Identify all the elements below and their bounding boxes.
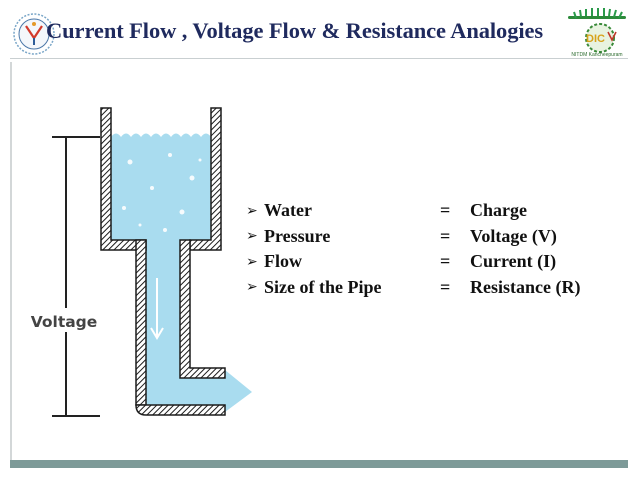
analogy-list: ➢ Water = Charge ➢ Pressure = Voltage (V… xyxy=(246,198,580,300)
analogy-row: ➢ Water = Charge xyxy=(246,198,580,224)
analogy-term: Pressure xyxy=(264,225,331,246)
analogy-row: ➢ Pressure = Voltage (V) xyxy=(246,224,580,250)
analogy-row: ➢ Flow = Current (I) xyxy=(246,249,580,275)
flow-arrow xyxy=(150,278,164,340)
arrow-bullet-icon: ➢ xyxy=(246,228,258,245)
equals-sign: = xyxy=(440,225,451,246)
equals-sign: = xyxy=(440,276,451,297)
arrow-bullet-icon: ➢ xyxy=(246,253,258,270)
right-logo-caption: NITDM Kancheepuram xyxy=(571,52,623,58)
analogy-value: Current (I) xyxy=(470,251,557,272)
equals-sign: = xyxy=(440,200,451,221)
analogy-row: ➢ Size of the Pipe = Resistance (R) xyxy=(246,275,580,301)
left-border-strip xyxy=(10,62,12,460)
voltage-label: Voltage xyxy=(31,313,98,331)
arrow-bullet-icon: ➢ xyxy=(246,279,258,296)
slide-title: Current Flow , Voltage Flow & Resistance… xyxy=(46,18,544,43)
equals-sign: = xyxy=(440,251,451,272)
institute-logo-right: DIC xyxy=(568,8,626,53)
analogy-term: Flow xyxy=(264,251,302,272)
water-pressure-diagram: Voltage xyxy=(24,107,252,417)
analogy-value: Voltage (V) xyxy=(470,225,557,246)
header-divider xyxy=(10,58,628,59)
institute-logo-left xyxy=(13,13,55,55)
footer-bar xyxy=(10,460,628,468)
arrow-bullet-icon: ➢ xyxy=(246,202,258,219)
analogy-value: Resistance (R) xyxy=(470,276,581,297)
voltage-scale xyxy=(52,136,100,417)
analogy-term: Size of the Pipe xyxy=(264,276,382,297)
svg-text:DIC: DIC xyxy=(586,33,605,45)
analogy-value: Charge xyxy=(470,200,527,221)
analogy-term: Water xyxy=(264,200,312,221)
